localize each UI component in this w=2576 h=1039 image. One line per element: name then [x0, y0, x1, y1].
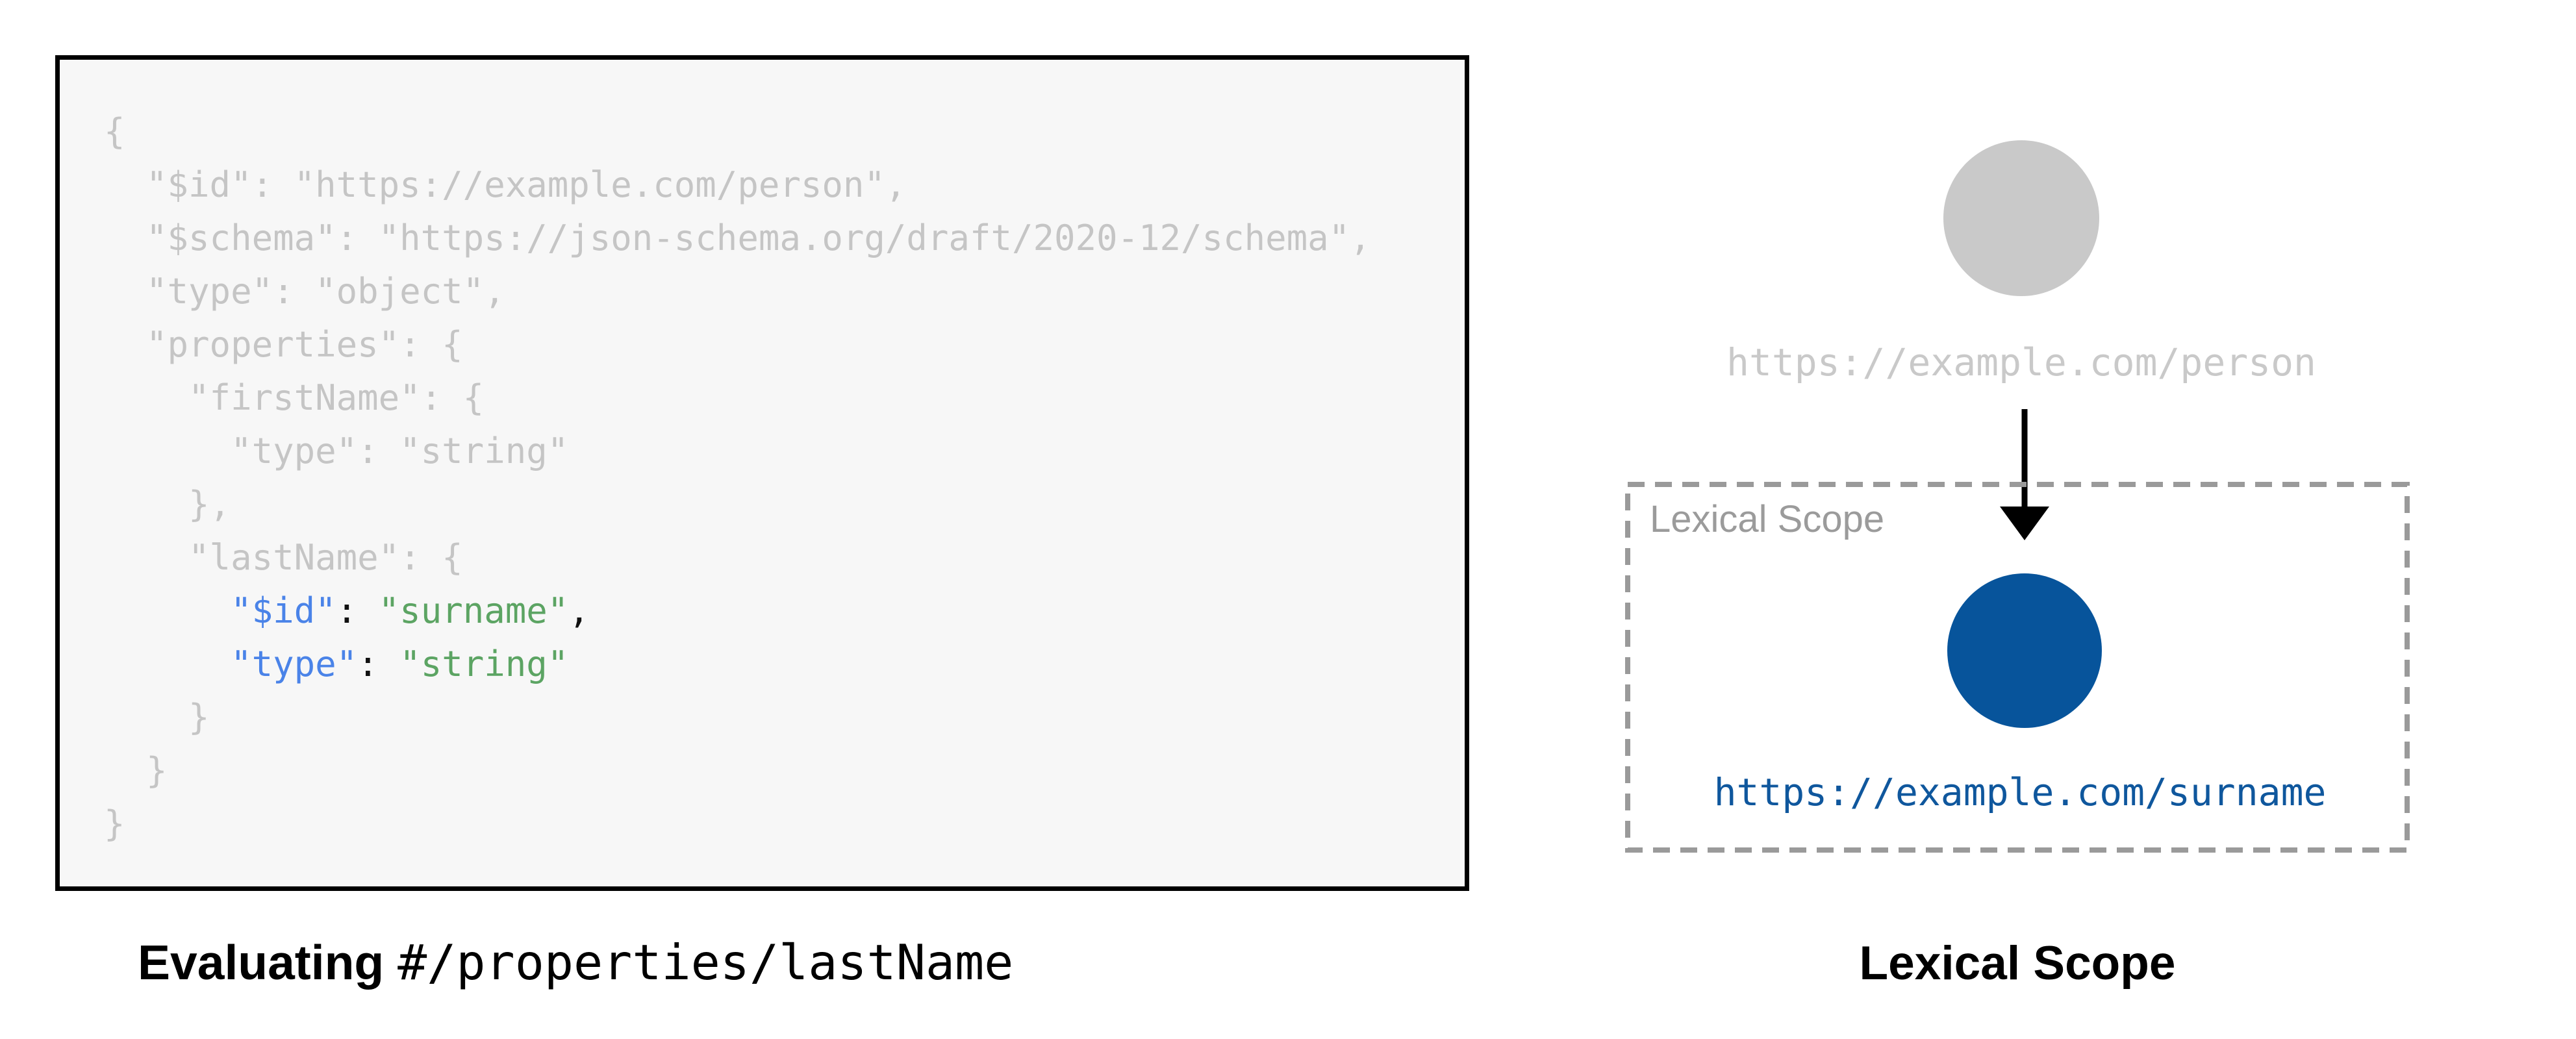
parent-schema-circle — [1943, 140, 2099, 296]
scope-caption: Lexical Scope — [1859, 937, 2176, 990]
down-arrow-icon — [2000, 409, 2049, 540]
lexical-scope-box-label: Lexical Scope — [1650, 498, 1885, 540]
subschema-circle — [1947, 573, 2102, 728]
parent-schema-uri-label: https://example.com/person — [1726, 340, 2316, 384]
code-caption-pointer-path: #/properties/lastName — [398, 934, 1014, 991]
code-caption-evaluating: Evaluating — [138, 935, 398, 990]
json-code: { "$id": "https://example.com/person", "… — [104, 111, 1371, 844]
lexical-scope-box — [1625, 482, 2410, 853]
schema-code-panel: { "$id": "https://example.com/person", "… — [55, 55, 1469, 891]
code-caption: Evaluating #/properties/lastName — [138, 934, 1013, 991]
subschema-uri-label: https://example.com/surname — [1713, 770, 2327, 814]
